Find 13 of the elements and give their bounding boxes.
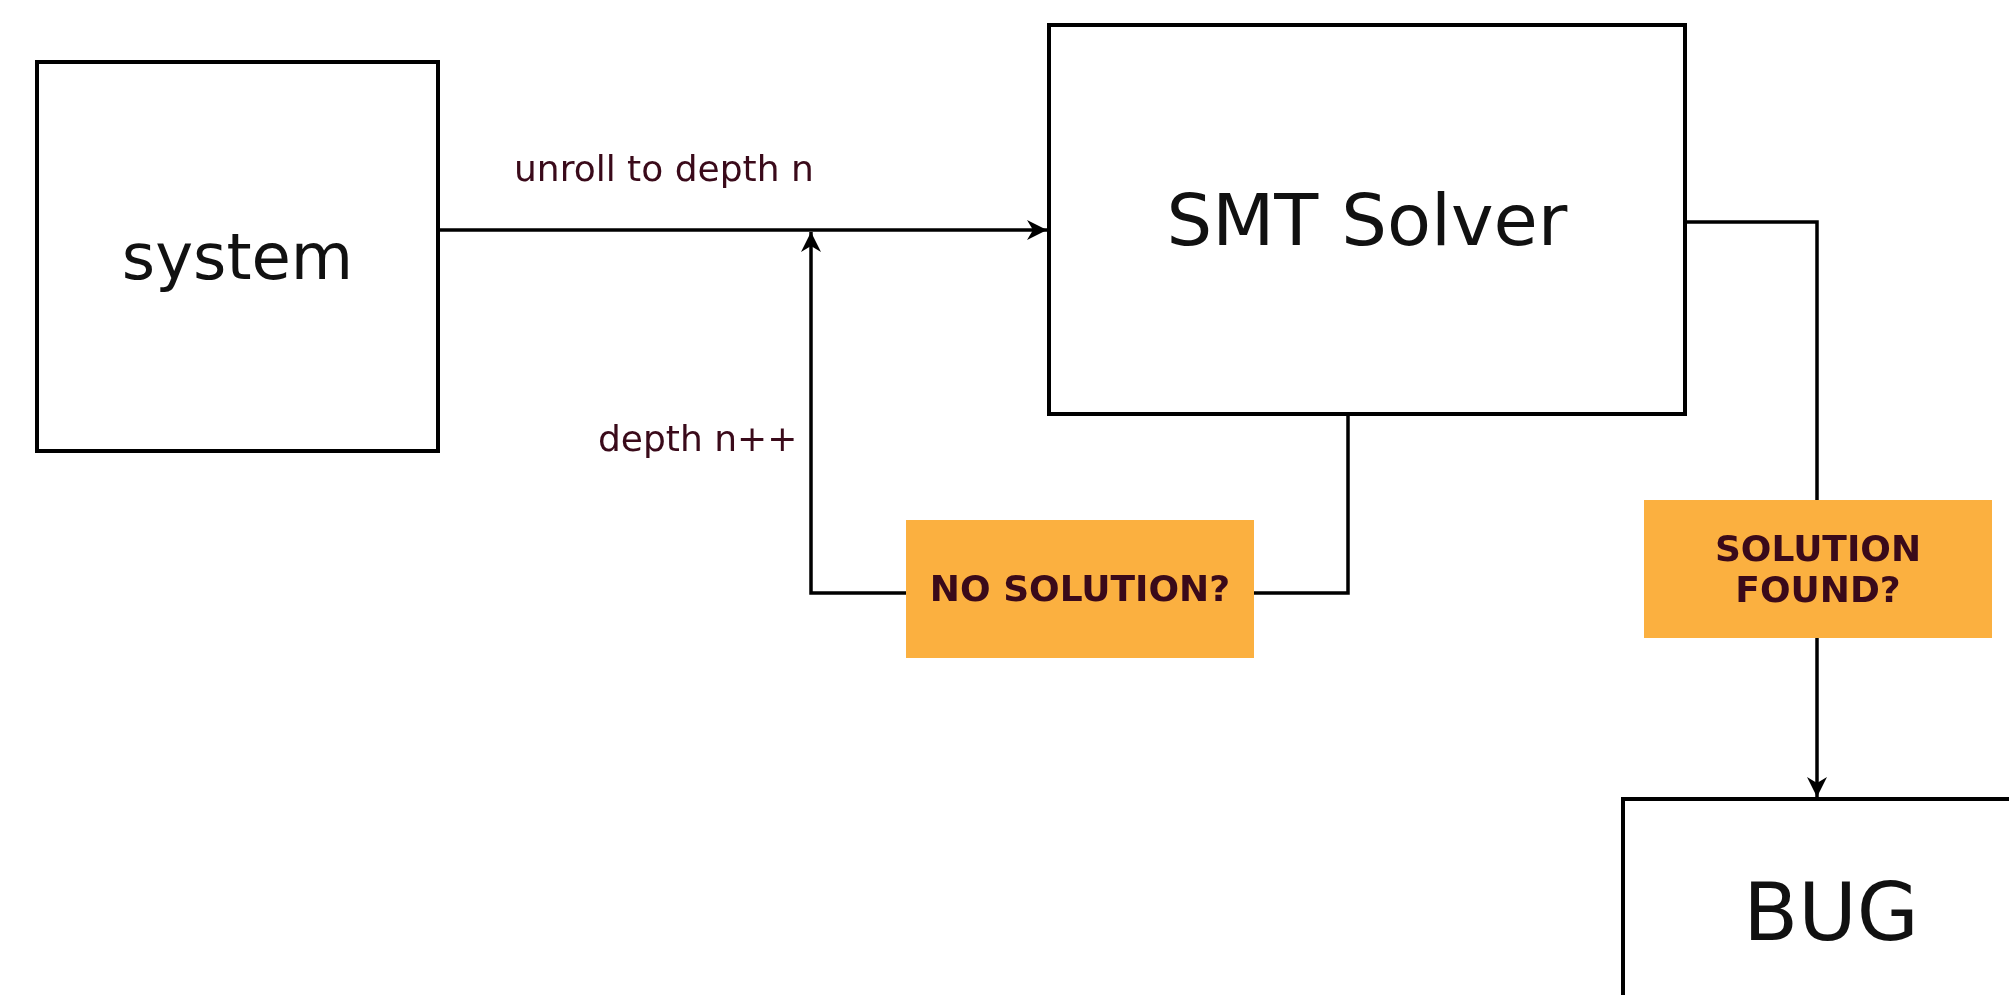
node-label: BUG: [1743, 865, 1919, 959]
process-box: [35, 60, 440, 453]
arrow: [801, 232, 906, 595]
node-label: system: [121, 219, 354, 294]
condition-label-box: [1644, 500, 1992, 638]
condition-text: SOLUTION FOUND?: [1713, 527, 1923, 611]
process-box: [1047, 23, 1687, 416]
node-label: SMT Solver: [1166, 177, 1568, 262]
condition-text: NO SOLUTION?: [929, 568, 1231, 610]
process-box: [1621, 797, 2009, 995]
arrow: [1807, 638, 1827, 797]
arrow: [440, 220, 1047, 240]
condition-label-box: [906, 520, 1254, 658]
